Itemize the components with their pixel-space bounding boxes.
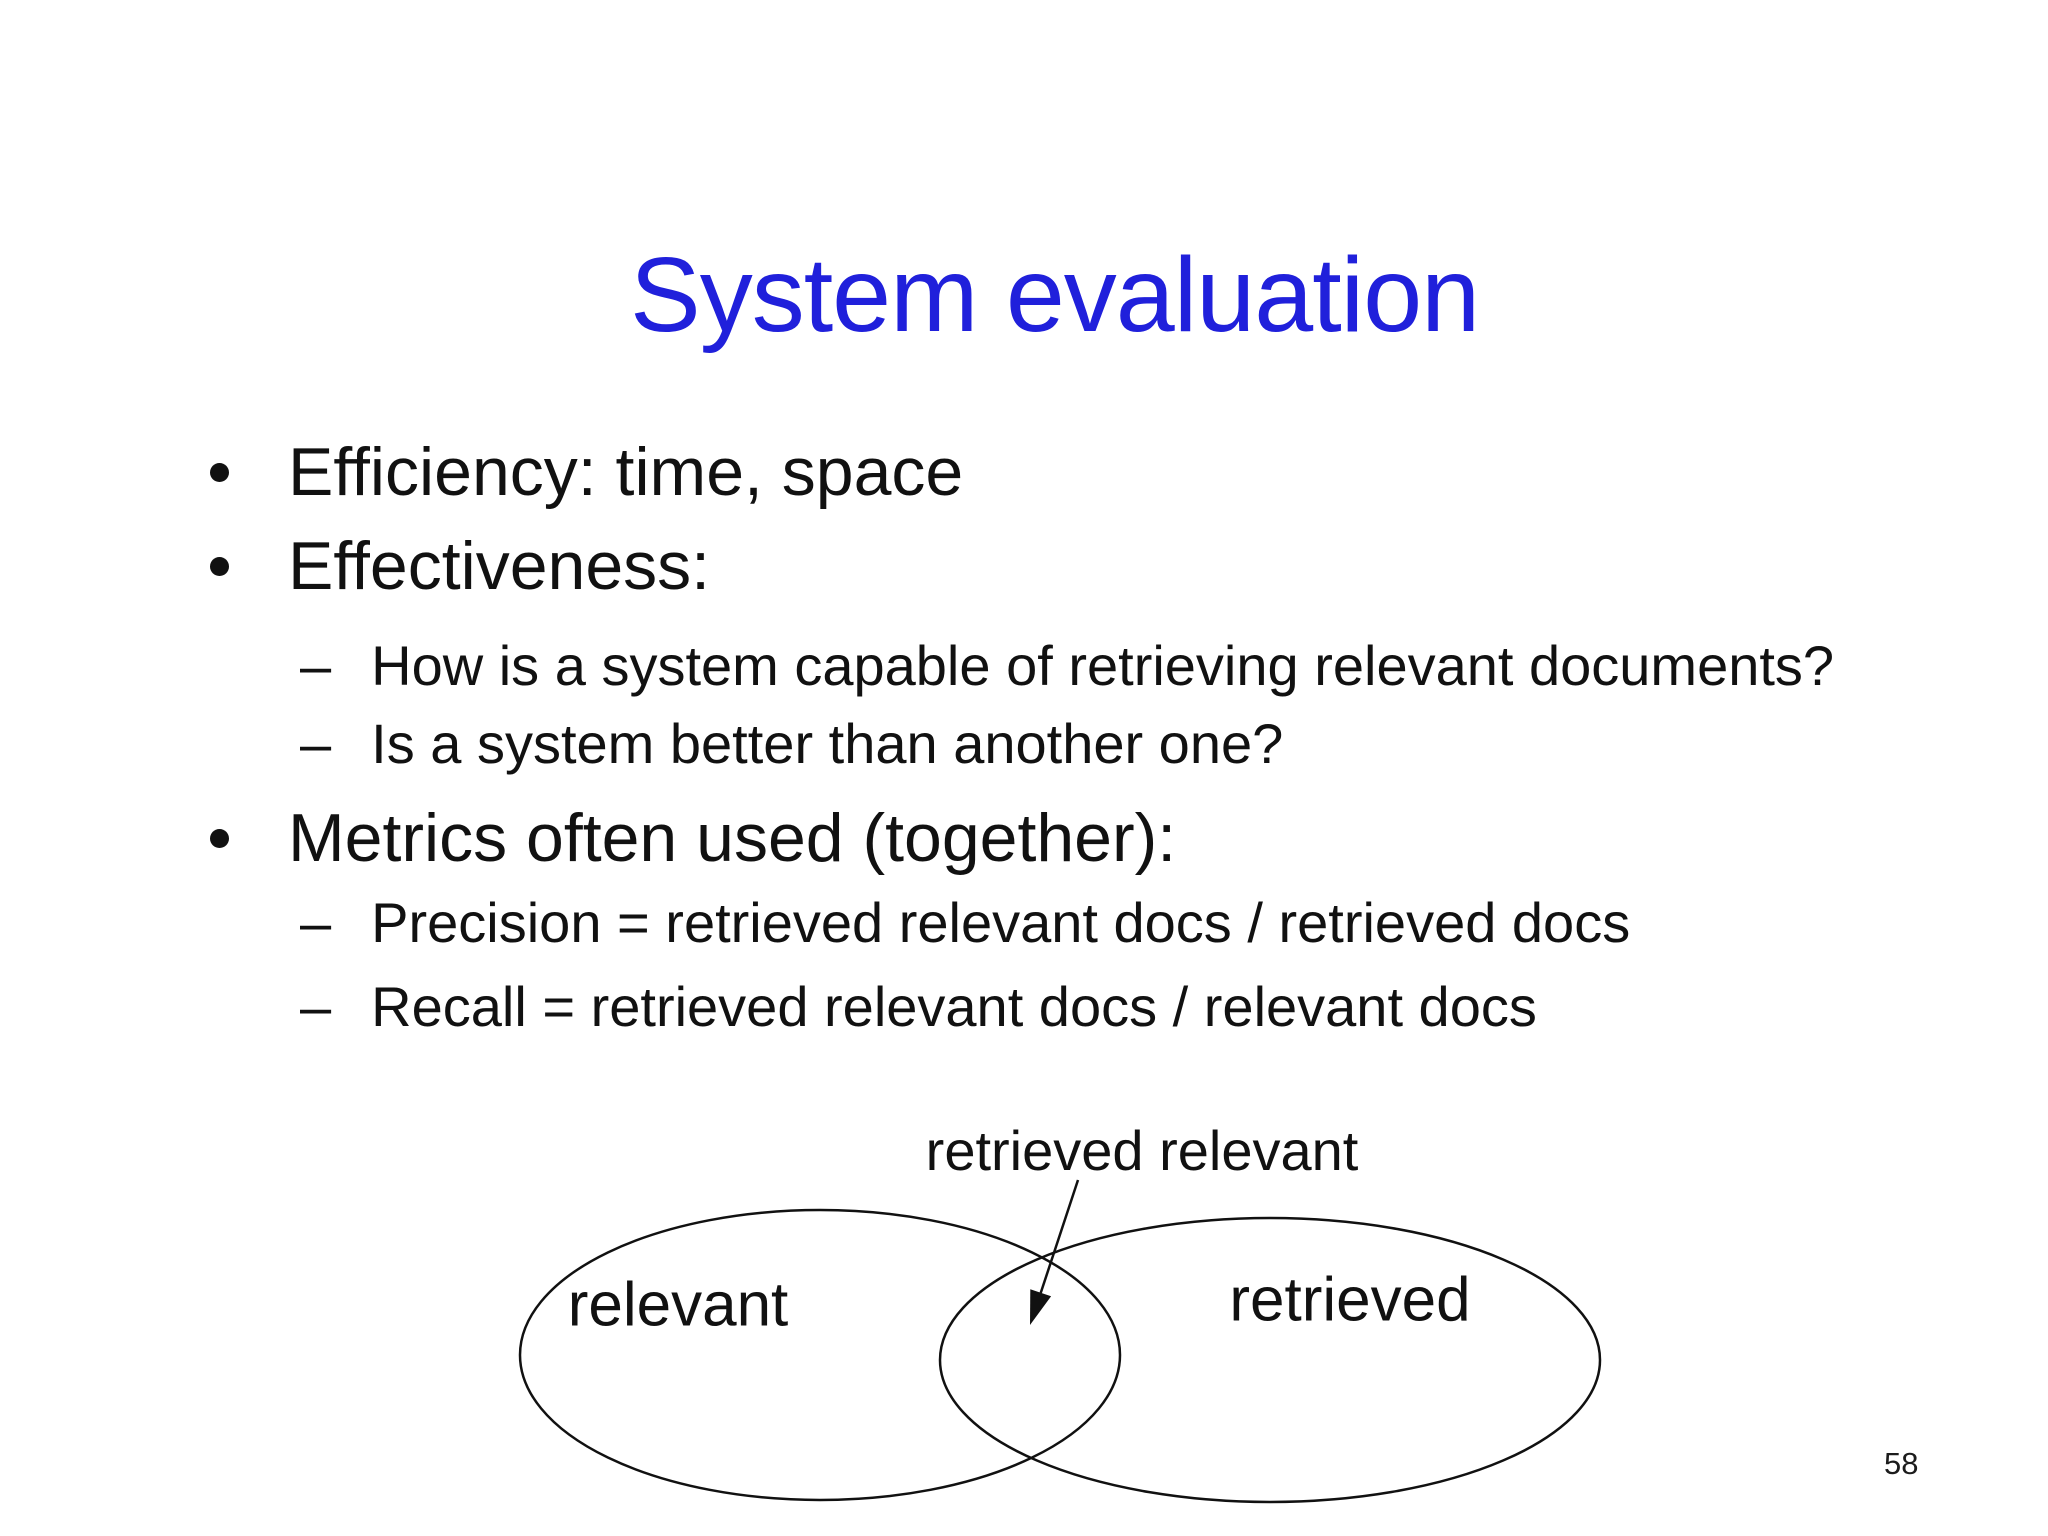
sub-bullet-text: How is a system capable of retrieving re… — [371, 633, 1835, 697]
bullet-text: Metrics often used (together): — [288, 800, 1177, 876]
bullet-text: Efficiency: time, space — [288, 434, 964, 510]
sub-bullet-text: Precision = retrieved relevant docs / re… — [371, 890, 1631, 954]
sub-bullet-text: Is a system better than another one? — [371, 711, 1284, 775]
sub-bullet-item: – Recall = retrieved relevant docs / rel… — [300, 970, 1537, 1042]
bullet-text: Effectiveness: — [288, 528, 711, 604]
intersection-arrow-line — [1039, 1179, 1080, 1294]
bullet-item: Metrics often used (together): — [210, 795, 1176, 881]
venn-intersection-label: retrieved relevant — [925, 1119, 1359, 1182]
dash-icon: – — [300, 974, 332, 1038]
bullet-dot-icon — [210, 462, 229, 482]
dash-icon: – — [300, 633, 332, 697]
retrieved-ellipse — [938, 1216, 1602, 1504]
bullet-dot-icon — [210, 556, 229, 576]
dash-icon: – — [300, 711, 332, 775]
bullet-item: Effectiveness: — [210, 523, 710, 609]
dash-icon: – — [300, 890, 332, 954]
venn-right-label: retrieved — [1229, 1265, 1471, 1335]
sub-bullet-item: – How is a system capable of retrieving … — [300, 629, 1834, 701]
bullet-item: Efficiency: time, space — [210, 429, 963, 515]
sub-bullet-item: – Precision = retrieved relevant docs / … — [300, 886, 1630, 958]
intersection-arrowhead-icon — [1030, 1289, 1052, 1325]
relevant-ellipse — [518, 1208, 1122, 1502]
slide-title: System evaluation — [630, 236, 1480, 354]
venn-diagram — [518, 1179, 1602, 1504]
sub-bullet-text: Recall = retrieved relevant docs / relev… — [371, 974, 1537, 1038]
venn-left-label: relevant — [567, 1270, 789, 1340]
bullet-dot-icon — [210, 828, 229, 848]
sub-bullet-item: – Is a system better than another one? — [300, 707, 1283, 779]
page-number: 58 — [1884, 1446, 1919, 1481]
